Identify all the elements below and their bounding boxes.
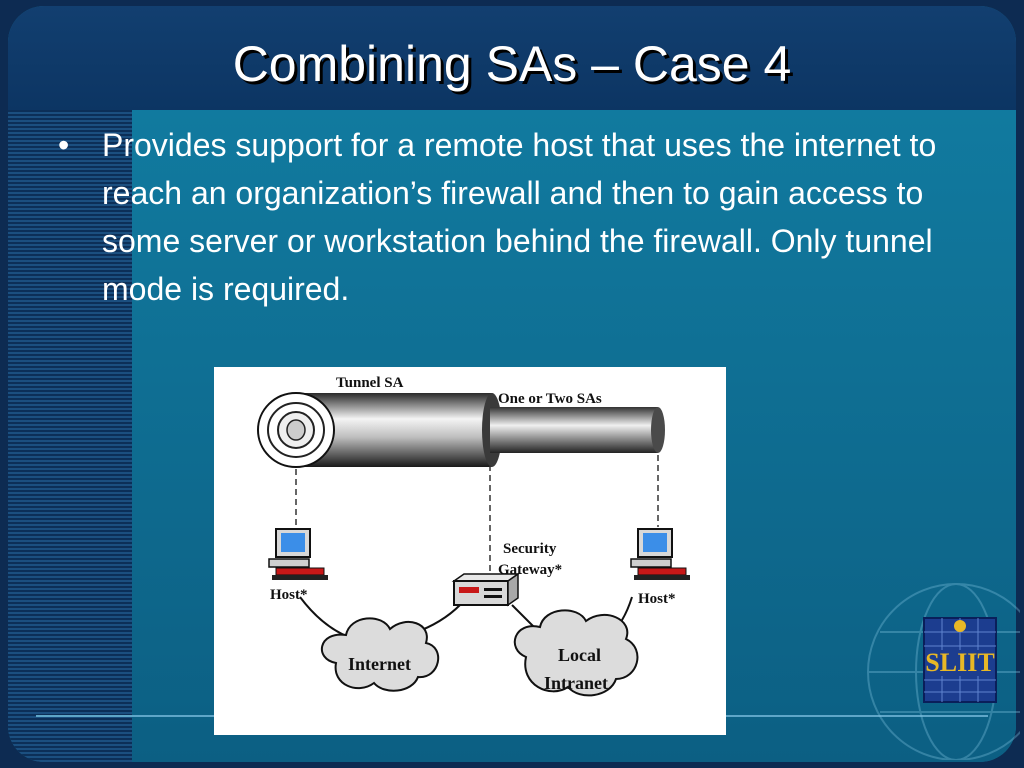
inner-sa-label: One or Two SAs	[498, 391, 602, 407]
inner-sa-pipe	[490, 407, 665, 453]
sliit-logo-text: SLIIT	[925, 648, 994, 677]
security-gateway-icon	[451, 572, 521, 607]
gateway-label-line1: Security	[503, 541, 557, 557]
internet-label: Internet	[348, 654, 411, 674]
bullet-text: Provides support for a remote host that …	[102, 127, 937, 307]
left-host-computer-icon	[268, 528, 328, 580]
internet-cloud-icon	[320, 617, 440, 692]
local-intranet-cloud-icon	[513, 609, 639, 697]
sliit-shield-icon	[923, 617, 997, 703]
sa-diagram-svg: Tunnel SA One or Two SAs Host*	[257, 375, 690, 697]
right-host-computer-icon	[630, 528, 690, 580]
sa-diagram: Tunnel SA One or Two SAs Host*	[214, 367, 726, 735]
tunnel-opening	[257, 392, 335, 468]
right-host-label: Host*	[638, 591, 676, 607]
intranet-label-line2: Intranet	[544, 673, 608, 693]
slide-title: Combining SAs – Case 4	[232, 36, 792, 92]
sliit-logo: SLIIT	[867, 583, 1020, 760]
intranet-label-line1: Local	[558, 645, 601, 665]
tunnel-sa-label: Tunnel SA	[336, 375, 404, 391]
bullet-marker: •	[58, 127, 70, 163]
left-host-label: Host*	[270, 587, 308, 603]
sa-endpoint-lines	[295, 455, 659, 573]
title-bar	[8, 6, 1016, 110]
left-stripe-band	[8, 110, 132, 762]
